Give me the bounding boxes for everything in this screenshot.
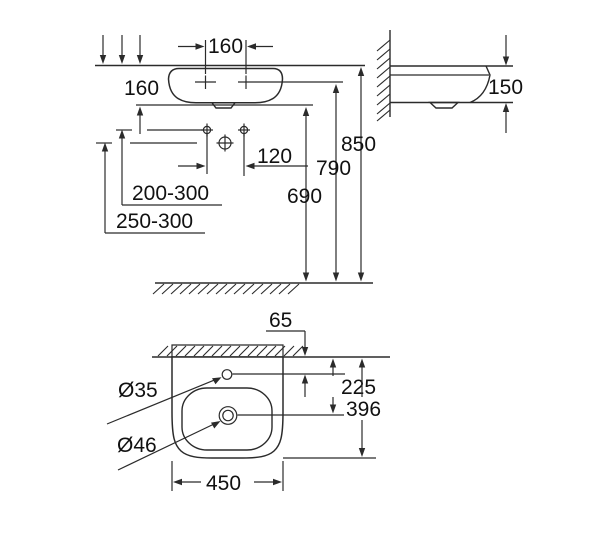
dim-basin-width: 450: [171, 461, 284, 495]
basin-front-outline: [167, 67, 284, 104]
dim-tap-holes-height-label: 790: [316, 157, 351, 180]
plan-bowl-outline: [181, 387, 273, 451]
plan-basin-outline: [171, 356, 284, 459]
left-dimension-group: 160 200-300 250-300: [99, 35, 222, 234]
dim-tap-diameter-label: Ø35: [118, 379, 158, 402]
side-wall-hatch: [376, 39, 391, 122]
floor-hatch: [152, 283, 300, 295]
tap-hole-marks: [195, 75, 343, 89]
plan-wall-hatch: [157, 345, 304, 357]
plan-view: Ø35 Ø46 65 225: [106, 309, 390, 495]
dim-wall-to-tap-label: 65: [269, 309, 292, 332]
dim-basin-bottom-height: 690: [287, 107, 322, 282]
dim-basin-width-label: 450: [206, 472, 241, 495]
dim-rim-height: 850: [341, 67, 376, 282]
floor-and-heights: 690 790 850: [152, 67, 376, 295]
dim-rim-to-bottom-label: 160: [124, 77, 159, 100]
dim-wall-to-tap: 65: [266, 309, 309, 397]
side-view: 150: [376, 30, 523, 133]
dim-wall-to-drain-label: 225: [341, 376, 376, 399]
side-bowl-profile: [469, 65, 491, 104]
leader-drain-diameter: Ø46: [117, 421, 221, 471]
dim-fixing-spacing-label: 120: [257, 145, 292, 168]
dim-drain-diameter-label: Ø46: [117, 434, 157, 457]
basin-front-drain-boss: [210, 102, 237, 109]
dim-basin-bottom-height-label: 690: [287, 185, 322, 208]
front-view: [95, 64, 365, 109]
dim-basin-depth: 396: [344, 358, 390, 457]
leader-tap-diameter: Ø35: [106, 377, 222, 425]
dim-wall-to-drain: 225: [329, 358, 376, 414]
dim-rim-height-label: 850: [341, 133, 376, 156]
dim-tap-hole-spacing: 160: [178, 35, 273, 74]
dim-tap-hole-spacing-label: 160: [208, 35, 243, 58]
dim-basin-height-label: 150: [488, 76, 523, 99]
plan-tap-hole: [221, 369, 233, 380]
dim-tap-holes-height: 790: [316, 84, 351, 282]
fixing-detail: 120: [96, 123, 308, 176]
dim-fixing-range-label: 200-300: [132, 182, 209, 205]
dim-fixing-spacing: 120: [178, 134, 308, 176]
side-drain-boss: [428, 101, 460, 109]
dim-basin-depth-label: 396: [346, 398, 381, 421]
plan-drain-outer: [218, 406, 238, 425]
plan-drain-inner: [222, 409, 234, 422]
dim-basin-height: 150: [488, 35, 523, 133]
dim-drain-range-label: 250-300: [116, 210, 193, 233]
